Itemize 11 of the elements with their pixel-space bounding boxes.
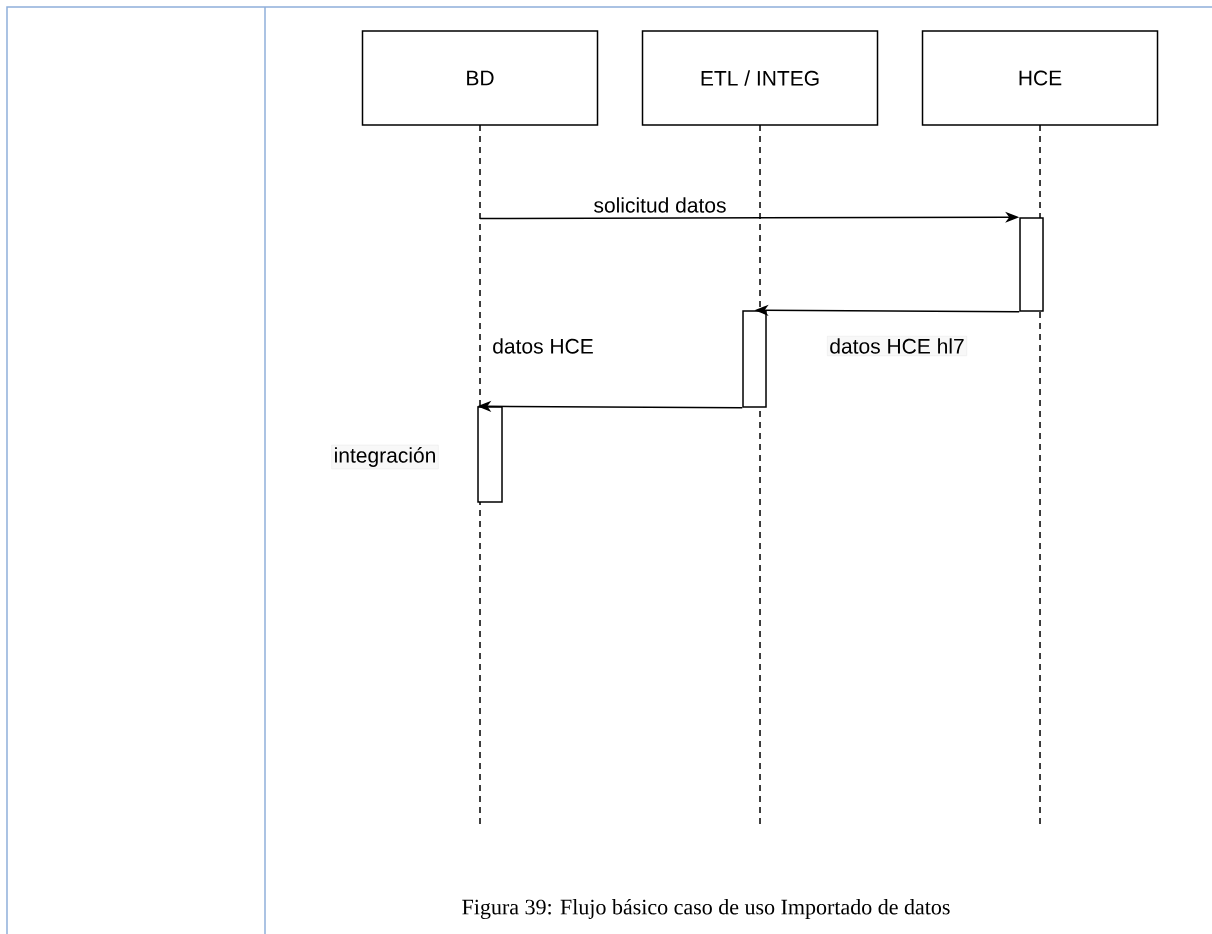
activation-bar	[477, 406, 503, 503]
edge-label: solicitud datos	[591, 195, 729, 215]
note-label: integración	[331, 444, 439, 470]
edge-label: datos HCE	[490, 336, 596, 356]
participant-box: HCE	[921, 30, 1159, 126]
figure-caption: Figura 39: Flujo básico caso de uso Importado de datos	[462, 898, 950, 920]
activation-bar	[742, 310, 767, 408]
participant-box: ETL / INTEG	[641, 30, 879, 126]
activation-bar	[1019, 217, 1044, 312]
participant-box: BD	[361, 30, 599, 126]
edge-label: datos HCE hl7	[827, 336, 967, 356]
